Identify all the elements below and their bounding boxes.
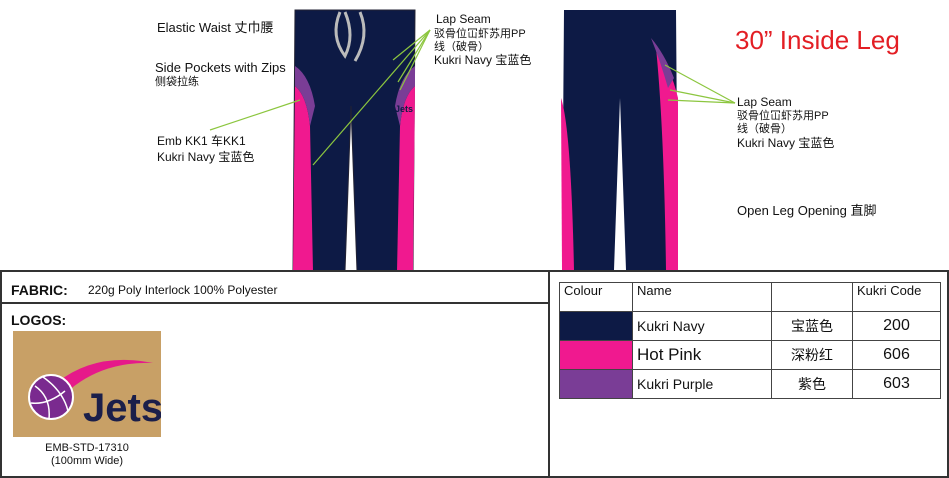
jets-logo: Jets (13, 331, 163, 437)
back-lap-seam-color: Kukri Navy 宝蓝色 (737, 136, 835, 150)
front-lap-seam: Lap Seam (436, 12, 491, 26)
back-lap-seam-zh2: 线（破骨） (737, 123, 792, 135)
elastic-waist-note: Elastic Waist 丈巾腰 (157, 20, 274, 35)
header-name: Name (632, 282, 772, 312)
inside-leg-title: 30” Inside Leg (735, 25, 900, 55)
colour-code: 603 (852, 369, 941, 399)
fabric-value: 220g Poly Interlock 100% Polyester (88, 283, 278, 297)
back-lap-seam: Lap Seam (737, 95, 792, 109)
colour-zh: 紫色 (771, 369, 853, 399)
front-lap-seam-color: Kukri Navy 宝蓝色 (434, 53, 532, 67)
colour-name: Kukri Navy (632, 311, 772, 341)
logo-code: EMB-STD-17310 (45, 442, 129, 454)
emb-note: Emb KK1 车KK1 (157, 134, 246, 148)
open-leg-note: Open Leg Opening 直脚 (737, 203, 877, 218)
front-lap-seam-zh2: 线（破骨） (434, 41, 489, 53)
divider (0, 302, 549, 304)
side-pockets-note: Side Pockets with Zips (155, 60, 286, 75)
swatch-pink (559, 340, 633, 370)
logos-label: LOGOS: (11, 312, 67, 328)
fabric-label: FABRIC: (11, 282, 68, 298)
header-zh (771, 282, 853, 312)
swatch-navy (559, 311, 633, 341)
colour-zh: 宝蓝色 (771, 311, 853, 341)
logo-text: Jets (83, 386, 161, 430)
colour-code: 606 (852, 340, 941, 370)
logo-size: (100mm Wide) (50, 455, 124, 467)
header-colour: Colour (559, 282, 633, 312)
colour-code: 200 (852, 311, 941, 341)
colour-name: Hot Pink (632, 340, 772, 370)
divider (548, 270, 550, 476)
front-pants-drawing: Jets (292, 9, 416, 272)
header-code: Kukri Code (852, 282, 941, 312)
back-lap-seam-zh1: 驳骨位冚虾苏用PP (737, 110, 829, 122)
svg-text:Jets: Jets (395, 104, 413, 114)
side-pockets-note-zh: 侧袋拉练 (155, 76, 199, 88)
colour-name: Kukri Purple (632, 369, 772, 399)
leader-lines (209, 29, 736, 166)
front-lap-seam-zh1: 驳骨位冚虾苏用PP (434, 28, 526, 40)
emb-color-note: Kukri Navy 宝蓝色 (157, 150, 255, 164)
colour-zh: 深粉红 (771, 340, 853, 370)
back-pants-drawing (561, 10, 678, 270)
swatch-purple (559, 369, 633, 399)
